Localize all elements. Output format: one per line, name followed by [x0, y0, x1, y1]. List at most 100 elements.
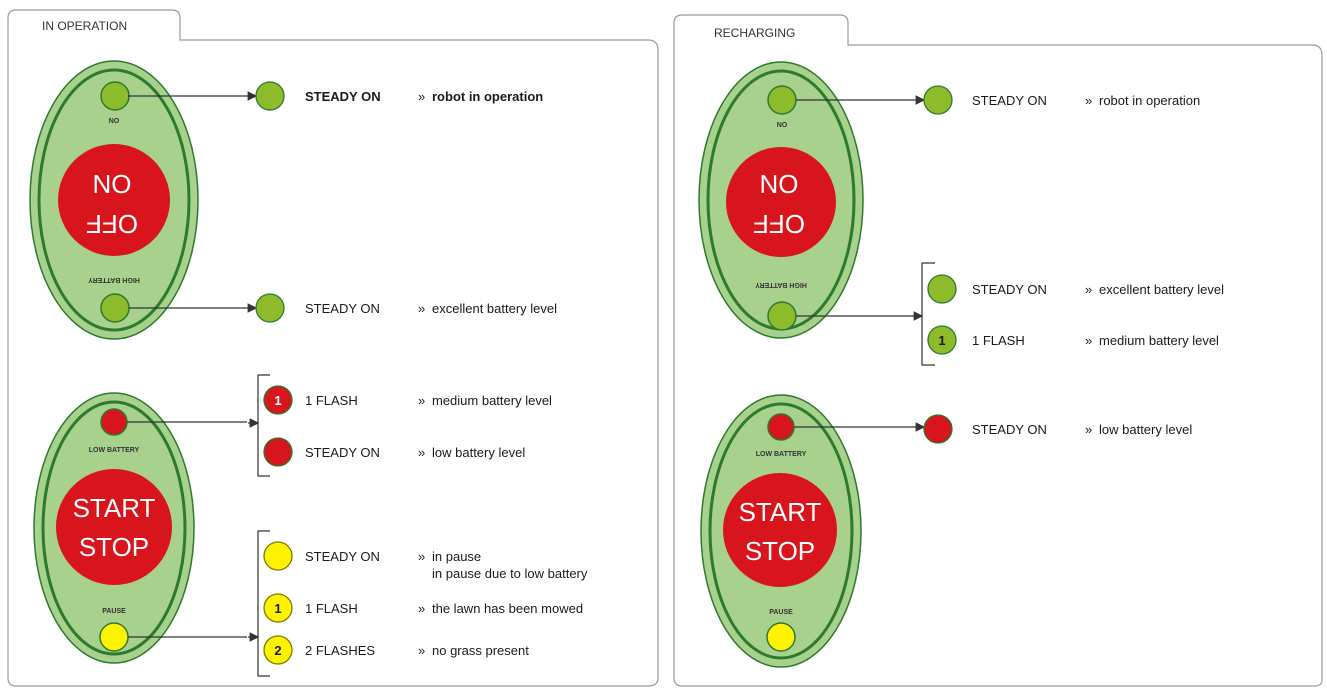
- led-on-indicator: [767, 85, 797, 115]
- start-stop-control: LOW BATTERY START STOP PAUSE: [33, 392, 195, 664]
- led-state: STEADY ON: [972, 282, 1047, 297]
- button-label-upright: NO: [93, 169, 132, 199]
- on-off-control: NO NO OFF HIGH BATTERY: [698, 61, 864, 339]
- arrow-glyph: »: [418, 89, 425, 104]
- button-label-flipped: OFF: [753, 209, 805, 239]
- led-bubble-red: [263, 437, 293, 467]
- button-label-start: START: [739, 497, 822, 527]
- led-bottom-label: PAUSE: [102, 608, 126, 615]
- led-description: medium battery level: [1099, 333, 1219, 348]
- led-description: the lawn has been mowed: [432, 601, 583, 616]
- start-stop-button[interactable]: [56, 469, 172, 585]
- led-state: STEADY ON: [305, 445, 380, 460]
- led-bottom-label: PAUSE: [769, 609, 793, 616]
- led-low-battery-indicator: [767, 413, 795, 441]
- led-top-label: LOW BATTERY: [89, 447, 140, 454]
- panel-frame: [7, 9, 659, 687]
- arrow-glyph: »: [1085, 422, 1092, 437]
- led-state: 1 FLASH: [972, 333, 1025, 348]
- led-top-label: NO: [109, 118, 120, 125]
- led-high-battery-indicator: [767, 301, 797, 331]
- panel-in-operation: IN OPERATION NO NO OFF HIGH BATTERY LOW …: [7, 9, 659, 687]
- led-description-line2: in pause due to low battery: [432, 566, 588, 581]
- led-state: STEADY ON: [305, 301, 380, 316]
- panel-title: RECHARGING: [714, 26, 795, 40]
- led-state: STEADY ON: [305, 549, 380, 564]
- status-row: STEADY ON » excellent battery level: [255, 293, 557, 323]
- led-bubble-green: [923, 85, 953, 115]
- led-description: low battery level: [432, 445, 525, 460]
- flash-count: 1: [938, 333, 945, 348]
- led-high-battery-indicator: [100, 293, 130, 323]
- arrow-glyph: »: [1085, 93, 1092, 108]
- led-description: robot in operation: [432, 89, 543, 104]
- led-low-battery-indicator: [100, 408, 128, 436]
- arrow-glyph: »: [1085, 333, 1092, 348]
- status-row: 2 2 FLASHES » no grass present: [263, 635, 529, 665]
- panel-title: IN OPERATION: [42, 19, 127, 33]
- led-description: robot in operation: [1099, 93, 1200, 108]
- led-bubble-green: [927, 274, 957, 304]
- led-state: STEADY ON: [972, 422, 1047, 437]
- status-row: STEADY ON » robot in operation: [255, 81, 543, 111]
- start-stop-control: LOW BATTERY START STOP PAUSE: [700, 394, 862, 668]
- led-state: STEADY ON: [305, 89, 381, 104]
- arrow-glyph: »: [418, 393, 425, 408]
- on-off-button[interactable]: [726, 147, 836, 257]
- on-off-control: NO NO OFF HIGH BATTERY: [29, 60, 199, 340]
- flash-count: 1: [274, 601, 281, 616]
- led-bubble-yellow: [263, 541, 293, 571]
- arrow-glyph: »: [418, 643, 425, 658]
- connectors: [794, 95, 935, 432]
- led-bottom-label: HIGH BATTERY: [88, 276, 140, 283]
- led-description: no grass present: [432, 643, 529, 658]
- status-row: 1 1 FLASH » medium battery level: [263, 385, 552, 415]
- status-row: STEADY ON » robot in operation: [923, 85, 1200, 115]
- status-row: 1 1 FLASH » medium battery level: [927, 325, 1219, 355]
- arrow-glyph: »: [418, 301, 425, 316]
- led-bubble-green: [255, 81, 285, 111]
- status-row: STEADY ON » low battery level: [263, 437, 525, 467]
- led-on-indicator: [100, 81, 130, 111]
- led-description: medium battery level: [432, 393, 552, 408]
- arrow-glyph: »: [1085, 282, 1092, 297]
- led-bubble-green: [255, 293, 285, 323]
- led-top-label: NO: [777, 122, 788, 129]
- led-state: 2 FLASHES: [305, 643, 375, 658]
- led-bubble-red: [263, 385, 293, 415]
- led-description: in pause: [432, 549, 481, 564]
- button-label-stop: STOP: [79, 532, 149, 562]
- status-row: 1 1 FLASH » the lawn has been mowed: [263, 593, 583, 623]
- button-label-stop: STOP: [745, 536, 815, 566]
- connectors: [127, 91, 270, 677]
- arrow-glyph: »: [418, 445, 425, 460]
- status-row: STEADY ON » in pause in pause due to low ba…: [263, 541, 588, 581]
- led-state: 1 FLASH: [305, 393, 358, 408]
- arrow-glyph: »: [418, 601, 425, 616]
- led-description: excellent battery level: [432, 301, 557, 316]
- status-row: STEADY ON»low battery level: [923, 414, 1192, 444]
- panel-frame: [673, 14, 1323, 687]
- panel-recharging: RECHARGING NO NO OFF HIGH BATTERY LOW BA…: [673, 14, 1323, 687]
- led-bottom-label: HIGH BATTERY: [755, 281, 807, 288]
- led-bubble-green: [927, 325, 957, 355]
- led-bubble-red: [923, 414, 953, 444]
- button-label-upright: NO: [760, 169, 799, 199]
- button-label-start: START: [73, 493, 156, 523]
- arrow-glyph: »: [418, 549, 425, 564]
- flash-count: 2: [274, 643, 281, 658]
- led-pause-indicator: [766, 622, 796, 652]
- led-top-label: LOW BATTERY: [756, 451, 807, 458]
- flash-count: 1: [274, 393, 281, 408]
- on-off-button[interactable]: [58, 144, 170, 256]
- led-pause-indicator: [99, 622, 129, 652]
- status-row: STEADY ON»excellent battery level: [927, 274, 1224, 304]
- led-state: 1 FLASH: [305, 601, 358, 616]
- button-label-flipped: OFF: [86, 209, 138, 239]
- led-bubble-yellow: [263, 593, 293, 623]
- led-state: STEADY ON: [972, 93, 1047, 108]
- start-stop-button[interactable]: [723, 473, 837, 587]
